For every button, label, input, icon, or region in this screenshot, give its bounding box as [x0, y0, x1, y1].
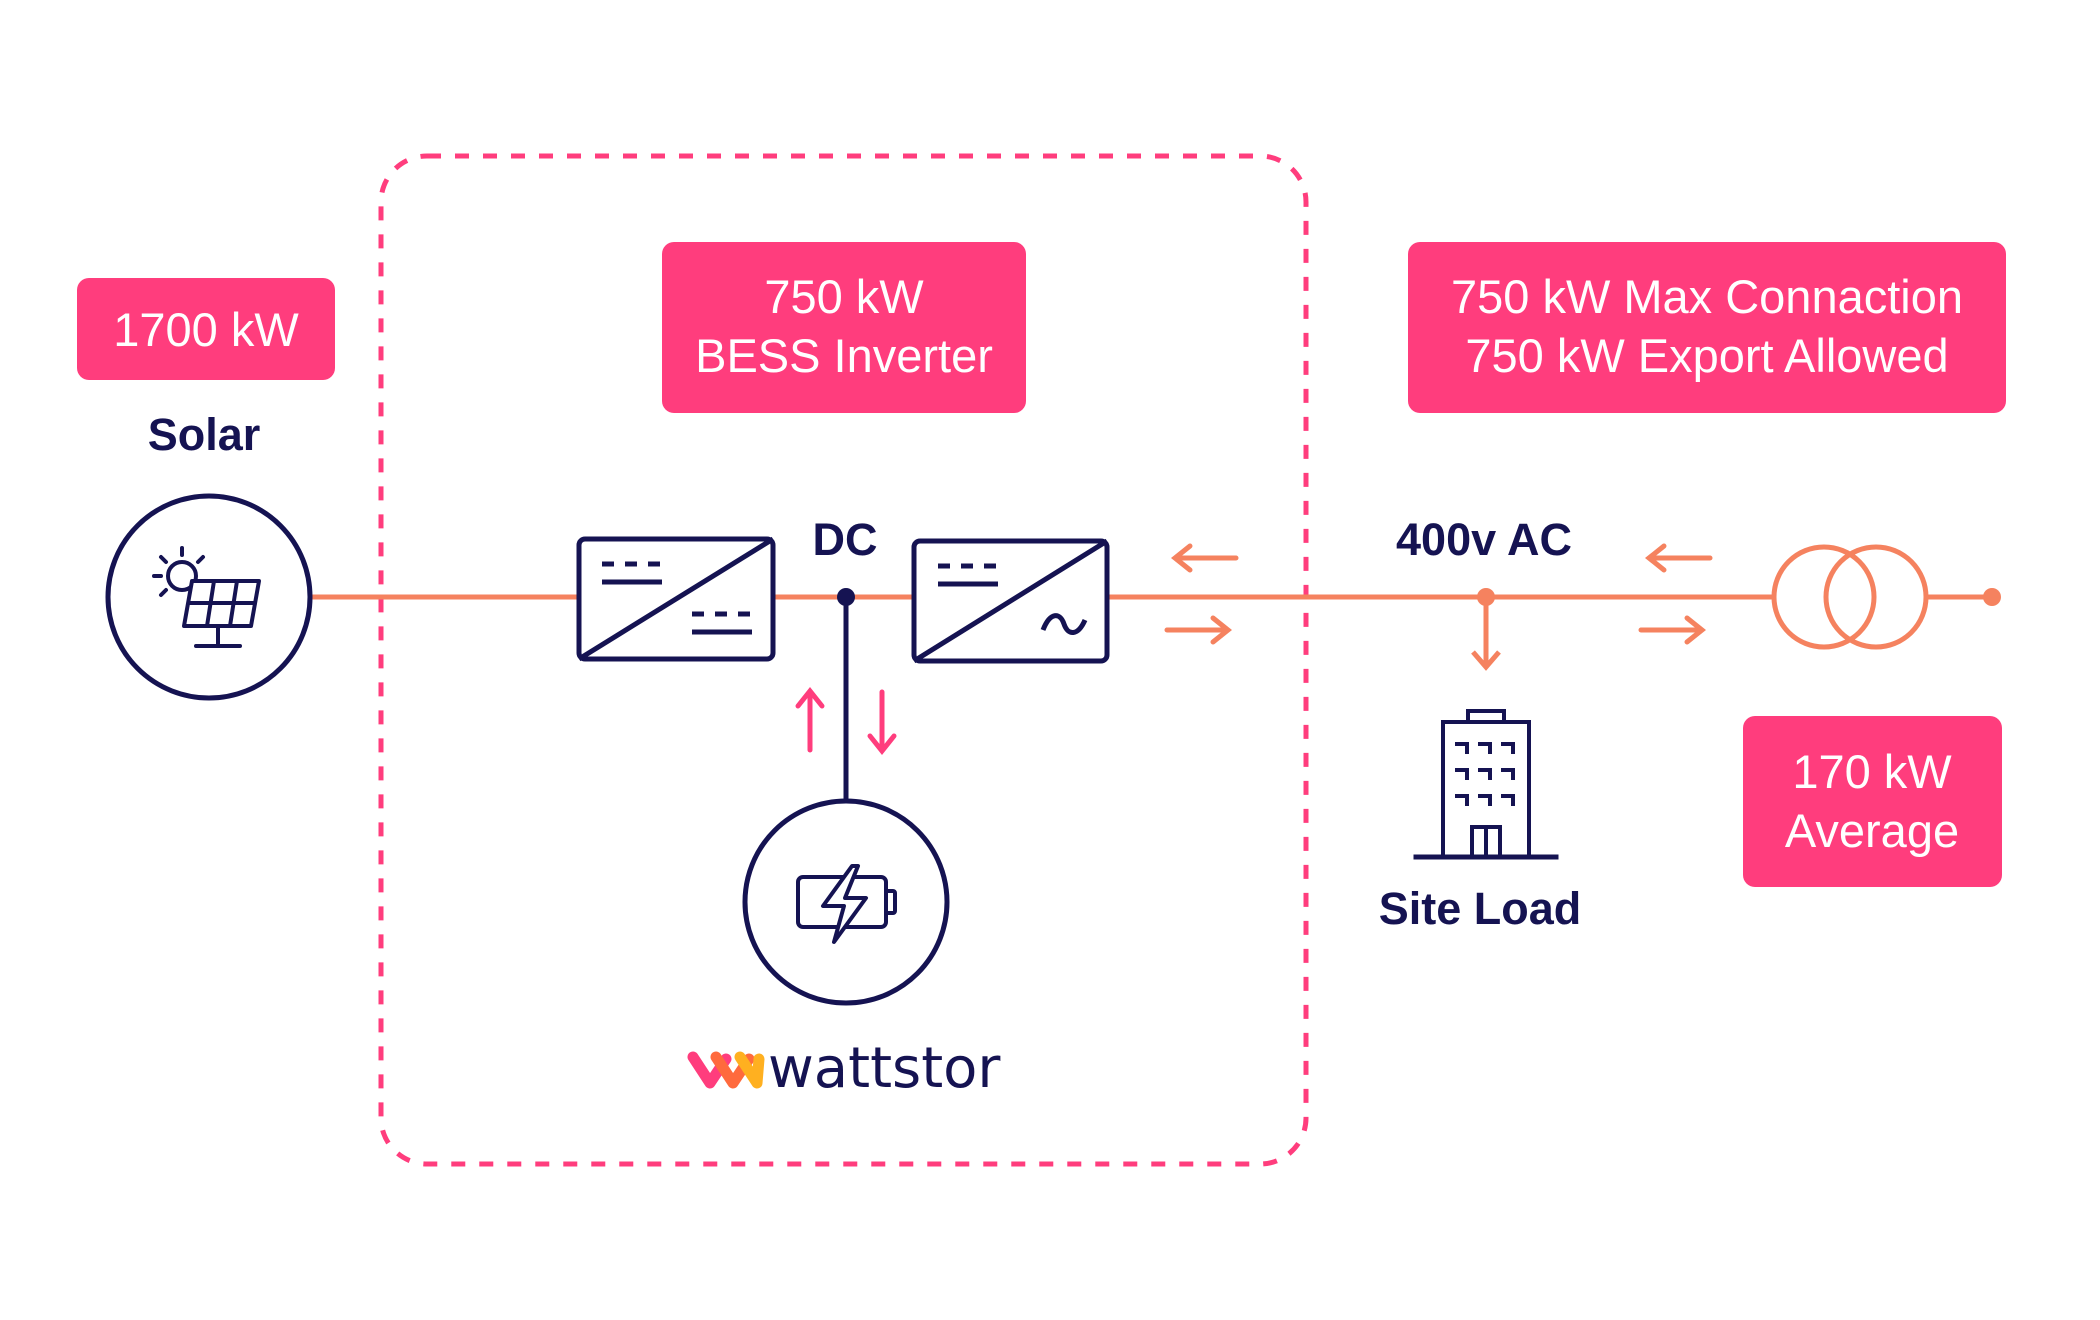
- dc-dc-converter: [576, 536, 776, 662]
- grid-connection-badge: 750 kW Max Connaction 750 kW Export Allo…: [1408, 242, 2006, 413]
- bess-inverter-badge: 750 kW BESS Inverter: [662, 242, 1026, 413]
- bess-inverter-rating: 750 kW: [764, 270, 924, 323]
- average-load-badge: 170 kW Average: [1743, 716, 2002, 887]
- wattstor-logo-mark: [687, 1051, 765, 1089]
- grid-flow-arrow-right: [1638, 615, 1707, 645]
- solar-label: Solar: [148, 409, 261, 460]
- battery-charge-arrow: [867, 689, 897, 756]
- bess-enclosure-boundary: [378, 153, 1309, 1167]
- average-load-label: Average: [1785, 804, 1959, 857]
- ac-voltage-label: 400v AC: [1396, 514, 1572, 565]
- wattstor-logo: wattstor: [687, 1036, 1001, 1101]
- grid-flow-arrow-left: [1644, 543, 1713, 573]
- building-icon: [1413, 709, 1559, 860]
- export-allowed-text: 750 kW Export Allowed: [1465, 329, 1948, 382]
- battery-discharge-arrow: [795, 686, 825, 753]
- solar-panel-icon: [152, 546, 261, 648]
- site-load-down-arrow: [1471, 597, 1501, 671]
- transformer-icon: [1771, 544, 1929, 650]
- solar-capacity-text: 1700 kW: [113, 303, 299, 356]
- grid-terminal-dot: [1983, 588, 2001, 606]
- site-load-label: Site Load: [1379, 883, 1582, 934]
- max-connection-text: 750 kW Max Connaction: [1451, 270, 1963, 323]
- ac-flow-arrow-right: [1164, 615, 1233, 645]
- dc-ac-inverter: [911, 538, 1110, 664]
- battery-charging-icon: [796, 864, 897, 944]
- solar-capacity-badge: 1700 kW: [77, 278, 335, 380]
- bess-inverter-label: BESS Inverter: [695, 329, 993, 382]
- dc-label: DC: [813, 514, 878, 565]
- average-load-value: 170 kW: [1792, 745, 1952, 798]
- wattstor-wordmark: wattstor: [768, 1036, 1001, 1101]
- ac-flow-arrow-left: [1170, 543, 1239, 573]
